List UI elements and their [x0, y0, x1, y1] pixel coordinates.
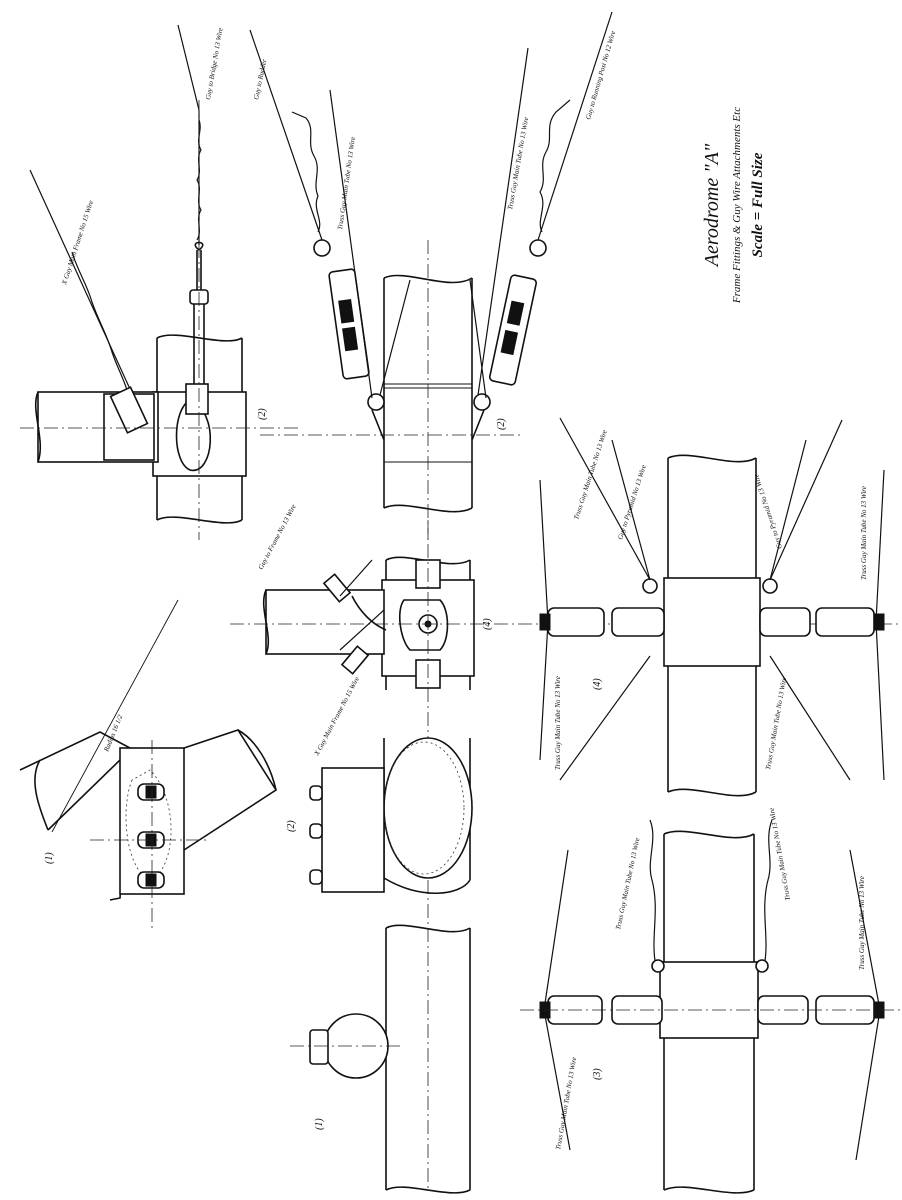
- view-mid-center-clamp: (2): [286, 737, 473, 894]
- fig-label-mid-left: (1): [44, 852, 55, 864]
- label-truss-main-tube: Truss Guy Main Tube No 13 Wire: [336, 136, 357, 230]
- label-truss-right-e: Truss Guy Main Tube No 13 Wire: [614, 837, 641, 930]
- scale-note: Scale = Full Size: [750, 152, 766, 257]
- fig-label-mid-center: (2): [286, 820, 297, 832]
- fig-label-right-lower: (3): [592, 1068, 603, 1080]
- title-block: Aerodrome "A" Frame Fittings & Guy Wire …: [701, 107, 766, 304]
- view-right-upper-strut: (4) Guy to Pyramid No 13 Wire Guy to Pyr…: [539, 417, 885, 797]
- label-truss-right-b: Truss Guy Main Tube No 13 Wire: [860, 486, 868, 580]
- label-truss-right-c: Truss Guy Main Tube No 13 Wire: [554, 676, 562, 770]
- fig-label-top-center: (2): [496, 418, 507, 430]
- label-guy-rudder: Guy to Rudder: [252, 58, 268, 100]
- title: Aerodrome "A": [701, 143, 723, 268]
- label-guy-pyramid-b: Guy to Pyramid No 13 Wire: [752, 473, 784, 550]
- label-center-b: X Guy Main Frame No 15 Wire: [312, 675, 361, 757]
- label-truss-right-f: Truss Guy Main Tube No 13 Wire: [768, 807, 792, 901]
- fig-label-bottom-center: (1): [314, 1118, 325, 1130]
- view-top-center-fitting: (2) Guy to Rudder Truss Guy Main Tube No…: [249, 11, 617, 540]
- label-truss-right-a: Truss Guy Main Tube No 13 Wire: [572, 429, 609, 521]
- view-mid-left-elbow: (1) Radius 16 1/2: [19, 599, 278, 932]
- subtitle: Frame Fittings & Guy Wire Attachments Et…: [731, 107, 743, 304]
- view-right-lower-strut: (3) Truss Guy Main Tube No 13 Wire Truss…: [520, 807, 902, 1194]
- label-truss-right-d: Truss Guy Main Tube No 13 Wire: [764, 677, 788, 771]
- label-guy-running-post: Guy to Running Post No 12 Wire: [584, 30, 617, 121]
- view-top-left-fitting: (2) X Guy Main Frame No 15 Wire Guy to B…: [20, 24, 300, 540]
- fig-label-top-left: (2): [257, 408, 268, 420]
- label-truss-right-h: Truss Guy Main Tube No 13 Wire: [858, 876, 866, 970]
- view-bottom-center-tee: (1): [290, 924, 471, 1194]
- label-guy-bridge: Guy to Bridge No 13 Wire: [204, 27, 225, 100]
- fig-label-center: (4): [482, 618, 493, 630]
- label-center-a: Guy to Frame No 13 Wire: [257, 503, 298, 571]
- label-truss-guy-main: Truss Guy Main Tube No 13 Wire: [506, 117, 530, 211]
- label-truss-right-g: Truss Guy Main Tube No 13 Wire: [554, 1057, 578, 1151]
- fig-label-right-upper: (4): [592, 678, 603, 690]
